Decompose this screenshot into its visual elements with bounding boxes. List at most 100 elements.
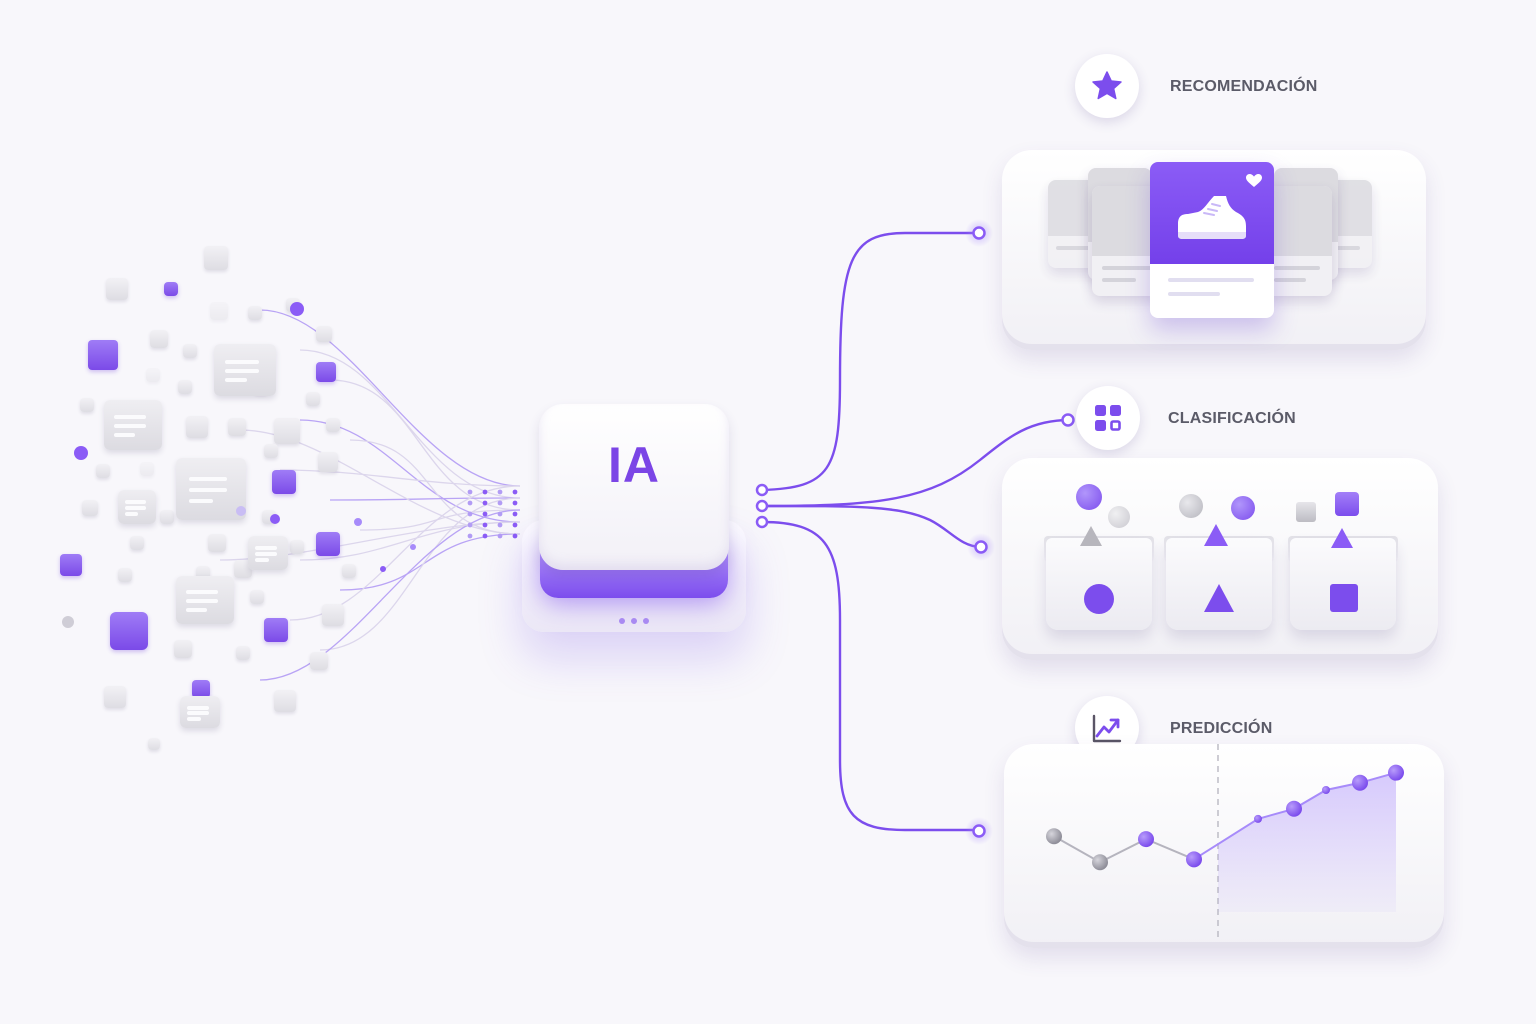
data-cube: [192, 680, 210, 698]
data-tile: [236, 646, 250, 660]
trend-chart-icon: [1092, 714, 1122, 743]
data-card: [104, 400, 162, 450]
sneaker-icon: [1178, 196, 1246, 239]
history-point: [1092, 854, 1108, 871]
data-tile: [186, 416, 208, 438]
data-card: [214, 344, 276, 396]
endpoint-nodes: [965, 219, 1075, 845]
recommendation-icon-badge: [1075, 54, 1139, 118]
prediction-panel: [1004, 744, 1444, 948]
data-tile: [274, 690, 296, 712]
stream-particle: [467, 511, 473, 517]
data-tile: [208, 534, 226, 552]
data-tile: [306, 392, 320, 406]
data-card: [176, 458, 246, 520]
data-cube: [60, 554, 82, 576]
data-tile: [148, 738, 160, 750]
data-tile: [178, 380, 192, 394]
triangle-shape: [1204, 584, 1234, 612]
data-tile: [326, 418, 340, 432]
forecast-area: [1218, 772, 1396, 912]
forecast-point: [1388, 764, 1404, 781]
circle-shape: [1084, 584, 1114, 614]
stream-particle: [512, 511, 518, 517]
data-tile: [183, 344, 197, 358]
prediction-label: PREDICCIÓN: [1170, 720, 1273, 737]
stream-particle: [482, 533, 488, 539]
prediction-chart: [1046, 744, 1404, 938]
forecast-point: [1352, 774, 1368, 791]
status-dot: [619, 618, 625, 624]
heart-icon: [1246, 174, 1262, 187]
triangle-shape: [1080, 526, 1102, 546]
stream-particle: [467, 522, 473, 528]
data-point: [236, 506, 246, 516]
data-tile: [82, 500, 98, 516]
stream-particle: [497, 522, 503, 528]
recommendation-label: RECOMENDACIÓN: [1170, 78, 1318, 95]
data-tile: [250, 590, 264, 604]
data-card: [248, 536, 288, 570]
stream-particle: [512, 522, 518, 528]
data-cube: [316, 362, 336, 382]
history-line: [1053, 835, 1195, 864]
circle-shape: [1231, 496, 1255, 520]
square-shape: [1335, 492, 1359, 516]
star-icon: [1092, 71, 1122, 100]
status-dot: [643, 618, 649, 624]
data-tile: [342, 564, 356, 578]
data-cube: [164, 282, 178, 296]
data-tile: [106, 278, 128, 300]
ia-chip: [539, 404, 729, 570]
ia-label: IA: [608, 437, 660, 493]
data-tile: [234, 560, 252, 578]
forecast-point: [1286, 800, 1302, 817]
stream-particle: [482, 511, 488, 517]
output-ports: [755, 483, 769, 529]
data-tile: [160, 510, 174, 524]
stream-particle: [512, 533, 518, 539]
data-tile: [130, 536, 144, 550]
data-tile: [310, 652, 328, 670]
stream-line: [339, 533, 521, 591]
classification-label: CLASIFICACIÓN: [1168, 410, 1296, 427]
grid-icon: [1095, 405, 1121, 431]
data-point: [380, 566, 386, 572]
stream-particle: [482, 522, 488, 528]
stream-particle: [467, 500, 473, 506]
stream-particle: [482, 489, 488, 495]
stream-line: [279, 469, 521, 487]
data-tile: [248, 306, 262, 320]
triangle-bin: [1166, 538, 1272, 630]
data-tile: [80, 398, 94, 412]
classification-panel: [1002, 458, 1438, 660]
link-classification: [761, 418, 1071, 508]
data-cube: [272, 470, 296, 494]
data-tile: [210, 302, 228, 320]
stream-particle: [482, 500, 488, 506]
data-point: [74, 446, 88, 460]
data-point: [270, 514, 280, 524]
data-tile: [150, 330, 168, 348]
circle-bin: [1046, 538, 1152, 630]
stream-line: [259, 509, 521, 681]
data-tile: [274, 418, 300, 444]
data-tile: [264, 444, 278, 458]
classification-icon-badge: [1076, 386, 1140, 450]
data-tile: [140, 462, 154, 476]
square-shape: [1296, 502, 1316, 522]
data-cube: [264, 618, 288, 642]
history-point: [1138, 831, 1154, 848]
data-tile: [96, 464, 110, 478]
stream-particle: [512, 500, 518, 506]
circle-shape: [1179, 494, 1203, 518]
stream-particle: [497, 489, 503, 495]
forecast-point: [1254, 814, 1262, 823]
circle-shape: [1076, 484, 1102, 510]
stream-particle: [467, 489, 473, 495]
circle-shape: [1108, 506, 1130, 528]
stream-particle: [512, 489, 518, 495]
stream-particle: [467, 533, 473, 539]
data-cube: [110, 612, 148, 650]
